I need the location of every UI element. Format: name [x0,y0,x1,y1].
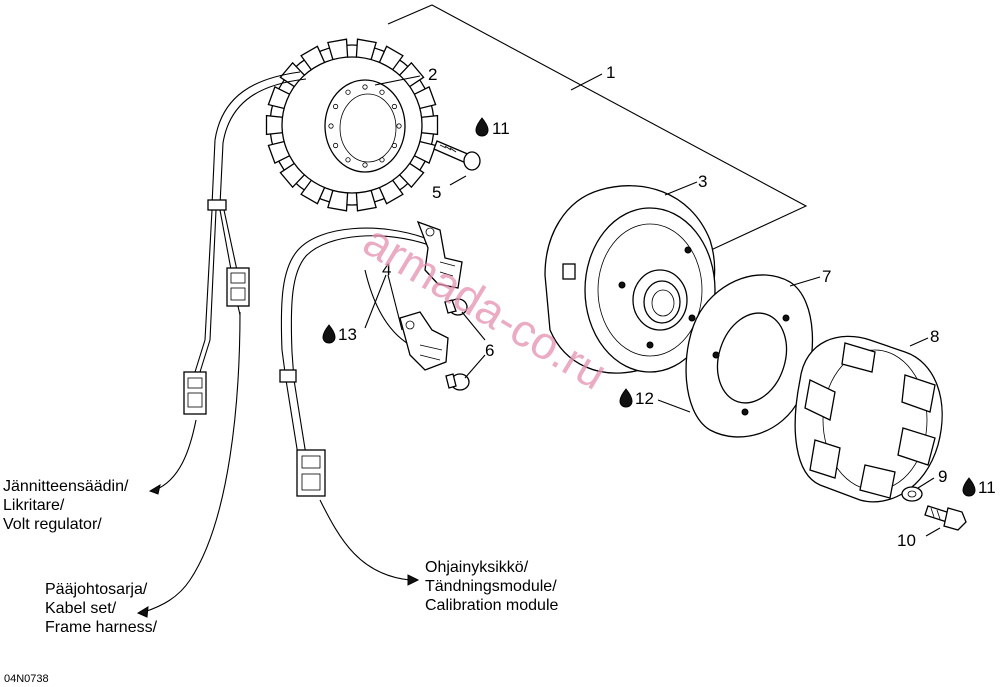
callout-13: 13 [338,325,357,344]
stator-hole [379,89,385,95]
frame-harness-label-line: Frame harness/ [45,619,158,636]
oil-drop-icon [475,117,489,137]
callout-5: 5 [432,183,441,202]
stator-hole [391,103,397,110]
callout-6: 6 [485,341,494,360]
stator-hole [332,103,339,110]
trigger-coil-assembly [279,220,470,497]
bolt-5 [433,140,481,171]
calibration-module-label-line: Ohjainyksikkö/ [425,559,529,576]
callout-9: 9 [938,467,947,486]
assembly-bracket [387,4,808,251]
frame-harness-label: Pääjohtosarja/ Kabel set/ Frame harness/ [45,581,158,636]
oil-drop-icon [619,388,633,408]
callout-7: 7 [822,267,831,286]
calibration-module-label-line: Calibration module [425,597,559,614]
connector [296,449,326,497]
bolt-10 [924,505,967,531]
frame-harness-label-line: Pääjohtosarja/ [45,581,148,598]
callout-12: 12 [635,389,654,408]
volt-regulator-label-line: Volt regulator/ [3,516,102,533]
stator-hole [328,123,334,129]
stator-hole [345,157,351,163]
stator-hole [362,84,368,90]
callout-10: 10 [897,531,916,550]
oil-drop-icon [322,324,336,344]
flywheel [544,185,716,374]
stator-hole [391,142,397,149]
drawing-code: 04N0738 [4,673,49,685]
stator-hole [396,123,402,129]
stator-wire-harness [183,71,307,415]
volt-regulator-label-line: Jännitteensäädin/ [3,478,129,495]
callout-1: 1 [606,63,615,82]
stator-hole [345,89,351,95]
washer-9 [901,486,923,502]
callout-11-bolt-5: 11 [492,119,510,138]
callout-4: 4 [382,260,391,279]
volt-regulator-label: Jännitteensäädin/ Likritare/ Volt regula… [3,478,133,533]
frame-harness-label-line: Kabel set/ [45,600,117,617]
callout-8: 8 [930,327,939,346]
leader-lines [143,73,941,613]
callout-11-bolt-10: 11 [978,478,996,497]
stator-hole [362,162,368,168]
callout-2: 2 [428,65,437,84]
stator-hole [379,157,385,163]
oil-drop-icon [962,477,976,497]
callout-3: 3 [698,172,707,191]
calibration-module-label: Ohjainyksikkö/ Tändningsmodule/ Calibrat… [425,559,561,614]
arrowheads [136,483,420,618]
stator-hole [332,142,339,149]
starter-cup-8 [794,335,943,503]
calibration-module-label-line: Tändningsmodule/ [425,578,557,595]
stator [265,38,439,212]
volt-regulator-label-line: Likritare/ [3,497,65,514]
